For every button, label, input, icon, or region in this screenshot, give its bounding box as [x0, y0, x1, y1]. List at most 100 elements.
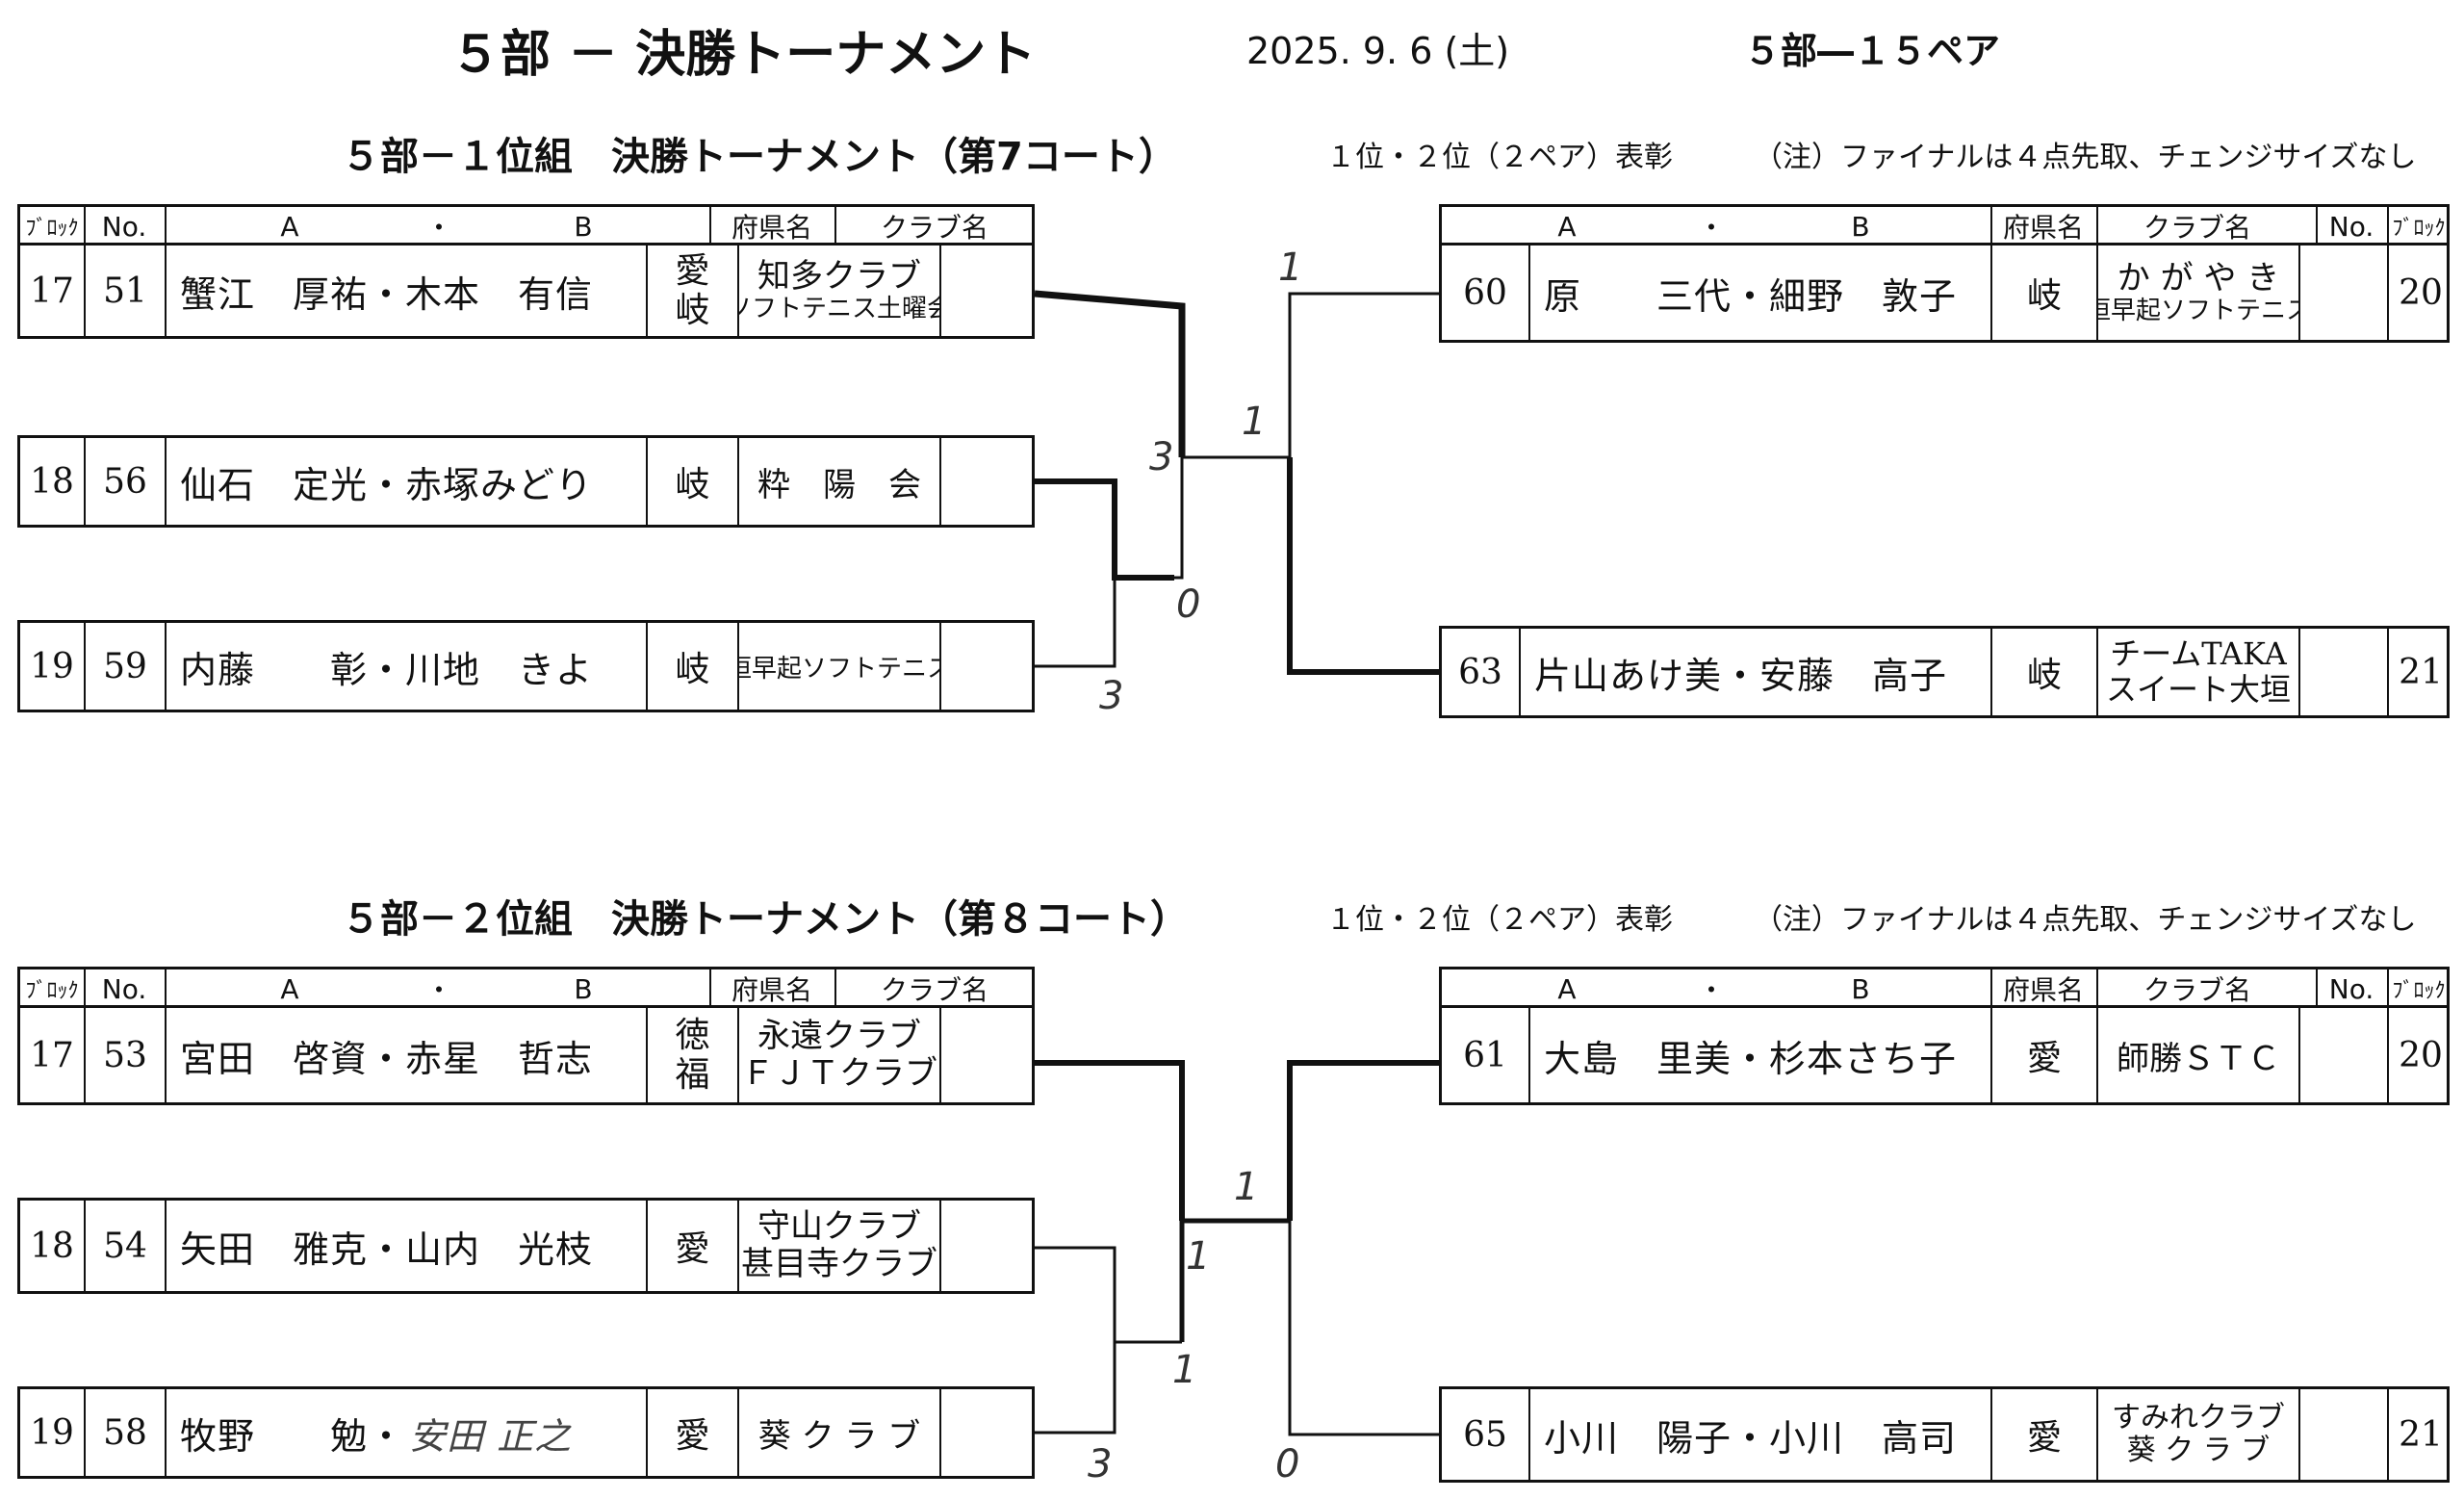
prefecture-1: 岐 [1990, 246, 2096, 340]
prefecture-1: 岐 [646, 438, 737, 525]
bracket-line [1035, 478, 1174, 581]
entry-number: 60 [1463, 272, 1507, 313]
col-club: クラブ名 [2143, 212, 2251, 244]
club-2: 葵 ク ラ ブ [2126, 1434, 2271, 1467]
block-number: 18 [30, 1226, 74, 1266]
club-1: 葵 ク ラ ブ [737, 1389, 939, 1476]
player-names: 原 三代・細野 敦子 [1528, 246, 2087, 340]
result-cell [939, 1201, 1038, 1291]
entry-row: 18 56 仙石 定光・赤塚みどり 岐 粋 陽 会 [17, 435, 1035, 528]
block-number: 19 [30, 646, 74, 686]
club-1: チームTAKA [2110, 635, 2287, 673]
result-cell [2298, 629, 2387, 715]
col-pref: 府県名 [2002, 212, 2084, 244]
col-b: B [1851, 210, 1870, 243]
entry-row: 17 53 宮田 啓資・赤星 哲志 徳 福 永遠クラブ ＦＪＴクラブ [17, 1005, 1035, 1105]
col-club: クラブ名 [880, 974, 988, 1006]
result-cell [939, 246, 1038, 336]
col-no: No. [2328, 210, 2374, 243]
block-number: 17 [30, 271, 74, 311]
club: チームTAKA スイート大垣 [2096, 629, 2298, 715]
bracket-line [1288, 292, 1439, 457]
score-mark: 1 [1278, 246, 1303, 290]
result-cell [939, 623, 1038, 710]
entry-number: 59 [84, 623, 165, 710]
section-title: ５部－１位組 決勝トーナメント（第7コート） [342, 135, 1177, 179]
prefecture-1: 徳 [675, 1015, 710, 1055]
col-dot: ・ [1697, 974, 1725, 1006]
col-pref: 府県名 [731, 974, 812, 1006]
score-mark: 0 [1275, 1442, 1300, 1486]
block-number: 17 [30, 1035, 74, 1075]
player-names-handwritten: 安田 正之 [409, 1414, 573, 1458]
col-a: A [1557, 972, 1577, 1005]
player-names: 内藤 彰・川地 きよ [165, 623, 646, 710]
block-number: 20 [2387, 1008, 2452, 1102]
score-mark: 1 [1186, 1234, 1211, 1279]
col-club: クラブ名 [2143, 974, 2251, 1006]
col-pref: 府県名 [731, 212, 812, 244]
page-title: ５部 － 決勝トーナメント [450, 26, 1037, 84]
prefecture-1: 岐 [646, 623, 737, 710]
club-1: 永遠クラブ [757, 1016, 921, 1055]
club: 知多クラブ ソフトテニス土曜会 [737, 246, 939, 336]
club: すみれクラブ 葵 ク ラ ブ [2096, 1389, 2298, 1480]
column-header-right: A ・ B 府県名 クラブ名 No. ﾌﾞﾛｯｸ [1439, 967, 2450, 1008]
score-mark: 3 [1149, 435, 1174, 479]
pair-count: ５部―１５ペア [1744, 30, 2001, 72]
bracket-line [1179, 1218, 1290, 1342]
section-title: ５部－２位組 決勝トーナメント（第８コート） [342, 897, 1189, 942]
col-a: A [280, 972, 299, 1005]
club: 永遠クラブ ＦＪＴクラブ [737, 1008, 939, 1102]
player-names-printed: 牧野 勉・ [180, 1414, 406, 1458]
col-b: B [574, 972, 593, 1005]
entry-row: 17 51 蟹江 厚祐・木本 有信 愛 岐 知多クラブ ソフトテニス土曜会 [17, 243, 1035, 339]
col-no: No. [101, 972, 147, 1005]
col-dot: ・ [1697, 212, 1725, 244]
club-2: ソフトテニス土曜会 [739, 294, 939, 323]
col-a: A [1557, 210, 1577, 243]
club-2: ＦＪＴクラブ [741, 1054, 937, 1093]
prefecture: 愛 岐 [646, 246, 737, 336]
col-dot: ・ [424, 974, 452, 1006]
club: 守山クラブ 甚目寺クラブ [737, 1201, 939, 1291]
prefecture-1: 愛 [1990, 1008, 2096, 1102]
entry-row: 61 大島 里美・杉本さち子 愛 師勝ＳＴＣ 20 [1439, 1005, 2450, 1105]
entry-row: 65 小川 陽子・小川 高司 愛 すみれクラブ 葵 ク ラ ブ 21 [1439, 1386, 2450, 1483]
bracket-section-2 [1035, 1060, 1439, 1436]
col-dot: ・ [424, 212, 452, 244]
entry-row: 63 片山あけ美・安藤 高子 岐 チームTAKA スイート大垣 21 [1439, 626, 2450, 718]
rule-note: （注）ファイナルは４点先取、チェンジサイズなし [1754, 141, 2417, 174]
entry-number: 51 [84, 246, 165, 336]
player-names: 小川 陽子・小川 高司 [1528, 1389, 1990, 1480]
col-block: ﾌﾞﾛｯｸ [2392, 217, 2446, 241]
club-1: 守山クラブ [757, 1206, 921, 1246]
score-mark: 3 [1099, 674, 1124, 718]
result-cell [939, 1389, 1038, 1476]
bracket-line [1174, 455, 1290, 580]
block-number: 18 [30, 461, 74, 502]
bracket-line [1287, 457, 1439, 675]
col-block: ﾌﾞﾛｯｸ [25, 979, 79, 1003]
bracket-line [1035, 1246, 1182, 1344]
club-1: すみれクラブ [2112, 1400, 2285, 1434]
bracket-line [1287, 1060, 1439, 1221]
prefecture-1: 愛 [1990, 1389, 2096, 1480]
club-1: 知多クラブ [757, 256, 921, 296]
club-2: スイート大垣 [2105, 671, 2291, 708]
col-club: クラブ名 [880, 212, 988, 244]
entry-number: 58 [84, 1389, 165, 1476]
prefecture-2: 岐 [675, 291, 710, 330]
col-b: B [1851, 972, 1870, 1005]
block-number: 21 [2387, 629, 2452, 715]
col-no: No. [2328, 972, 2374, 1005]
player-names: 矢田 雅克・山内 光枝 [165, 1201, 646, 1291]
bracket-line [1288, 1221, 1439, 1436]
player-names: 蟹江 厚祐・木本 有信 [165, 246, 646, 336]
entry-number: 56 [84, 438, 165, 525]
rule-note: （注）ファイナルは４点先取、チェンジサイズなし [1754, 903, 2417, 937]
award-note: １位・２位（２ペア）表彰 [1326, 903, 1673, 937]
block-number: 20 [2387, 246, 2452, 340]
result-cell [2298, 1389, 2387, 1480]
